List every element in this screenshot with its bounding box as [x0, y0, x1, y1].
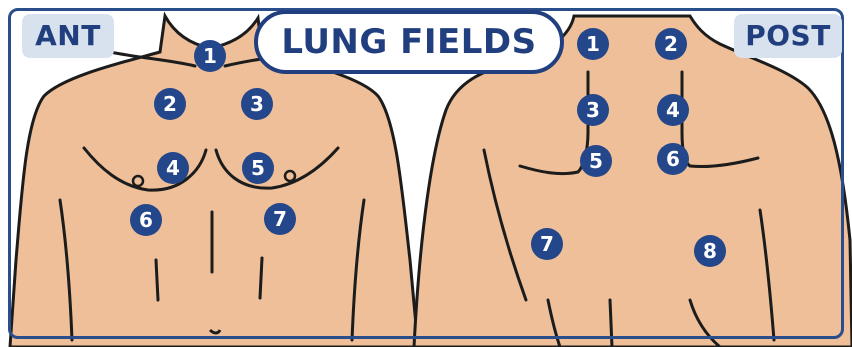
svg-text:5: 5: [251, 156, 265, 180]
svg-text:4: 4: [166, 156, 180, 180]
svg-text:1: 1: [203, 44, 217, 68]
posterior-marker-1: 1: [577, 28, 609, 60]
anterior-marker-7: 7: [264, 203, 296, 235]
anterior-marker-3: 3: [241, 88, 273, 120]
posterior-marker-2: 2: [655, 28, 687, 60]
svg-text:6: 6: [139, 208, 153, 232]
svg-text:3: 3: [250, 92, 264, 116]
posterior-marker-4: 4: [657, 94, 689, 126]
svg-text:8: 8: [703, 239, 717, 263]
svg-text:1: 1: [586, 32, 600, 56]
anterior-marker-5: 5: [242, 152, 274, 184]
posterior-marker-5: 5: [580, 145, 612, 177]
anterior-marker-4: 4: [157, 152, 189, 184]
anterior-marker-1: 1: [194, 40, 226, 72]
svg-text:3: 3: [586, 98, 600, 122]
svg-text:6: 6: [666, 147, 680, 171]
anterior-marker-6: 6: [130, 204, 162, 236]
svg-text:2: 2: [664, 32, 678, 56]
svg-text:5: 5: [589, 149, 603, 173]
posterior-marker-3: 3: [577, 94, 609, 126]
posterior-marker-6: 6: [657, 143, 689, 175]
posterior-marker-8: 8: [694, 235, 726, 267]
svg-text:7: 7: [273, 207, 287, 231]
anterior-marker-2: 2: [154, 88, 186, 120]
svg-text:4: 4: [666, 98, 680, 122]
svg-text:2: 2: [163, 92, 177, 116]
posterior-marker-7: 7: [531, 228, 563, 260]
svg-text:7: 7: [540, 232, 554, 256]
